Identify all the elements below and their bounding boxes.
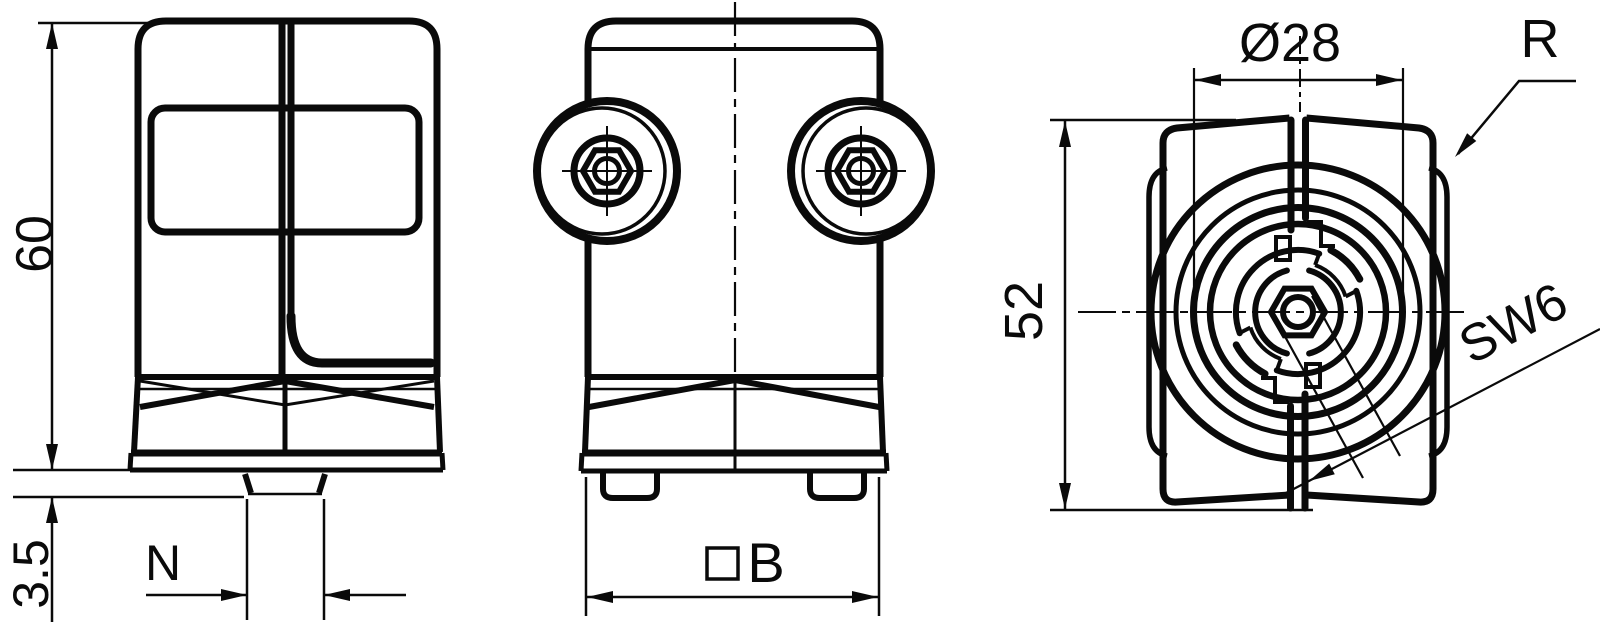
- serration-peak-line: [588, 376, 880, 410]
- arrow-left-icon: [587, 591, 613, 603]
- dim-bore-label: Ø28: [1239, 13, 1341, 73]
- boss-outer-circle: [533, 97, 681, 245]
- wedge-side-left: [582, 376, 591, 453]
- bayonet-ring-arc-b: [1232, 246, 1323, 337]
- dim-width-label: B: [747, 531, 784, 594]
- dim-foot-height: 3.5: [3, 495, 244, 622]
- front-view: B: [533, 2, 935, 616]
- callout-hex-socket: SW6: [1276, 272, 1600, 495]
- bore-circle-d28: [1190, 204, 1406, 420]
- arrow-right-icon: [852, 591, 878, 603]
- dim-body-width: B: [584, 477, 881, 616]
- foot-left: [600, 473, 660, 501]
- arrow-leader-icon: [1455, 133, 1477, 157]
- bayonet-slot-lower-arc: [1232, 341, 1269, 378]
- dim-height-label: 60: [6, 215, 64, 273]
- square-symbol-icon: [705, 546, 740, 581]
- body-half-right: [1306, 114, 1437, 506]
- arrow-left-icon: [324, 589, 350, 601]
- hex-socket-label: SW6: [1450, 272, 1577, 375]
- side-view-outline: [134, 17, 441, 377]
- body-half-left: [1159, 114, 1290, 506]
- split-jog-lower-step: [1261, 376, 1289, 404]
- bayonet-slot-upper-arc: [1327, 246, 1364, 283]
- chamfer-circle: [1173, 187, 1423, 437]
- base-side-right: [439, 452, 446, 471]
- wedge-side-left: [131, 376, 141, 453]
- split-jog-upper-block: [1274, 235, 1292, 262]
- arrow-right-icon: [221, 589, 247, 601]
- arrow-down-icon: [1059, 483, 1071, 509]
- flat-tangent-line-2: [1276, 321, 1364, 479]
- boss-outer-circle: [787, 97, 935, 245]
- counterbore-circle: [1206, 220, 1390, 404]
- leader-line: [1283, 328, 1600, 495]
- radius-label: R: [1521, 9, 1560, 69]
- base-side-left: [578, 452, 585, 472]
- hex-socket-icon: [1267, 285, 1329, 339]
- hex-pocket-arc-right: [1306, 267, 1344, 357]
- arrow-up-icon: [46, 23, 58, 49]
- dim-height: 60: [6, 21, 153, 472]
- arrow-right-icon: [1376, 74, 1402, 86]
- arrow-up-icon: [46, 497, 58, 523]
- dim-depth-label: 52: [994, 281, 1054, 341]
- arrow-up-icon: [1059, 121, 1071, 147]
- dim-depth: 52: [994, 118, 1313, 512]
- arrow-left-icon: [1195, 74, 1221, 86]
- split-jog-upper-step: [1307, 220, 1335, 248]
- leader-line: [1457, 79, 1576, 155]
- wedge-side-right: [877, 376, 886, 453]
- bayonet-ring-arc-a: [1273, 287, 1364, 378]
- clamp-window: [147, 104, 423, 236]
- dim-tab-label: N: [145, 535, 181, 591]
- bayonet-slot-upper-detail: [1313, 253, 1358, 299]
- screw-boss-left: [533, 97, 681, 245]
- hex-pocket-arc-left: [1252, 267, 1290, 357]
- base-side-left: [127, 452, 134, 471]
- callout-radius: R: [1455, 9, 1576, 157]
- side-view: 60 3.5 N: [3, 17, 446, 622]
- top-view: Ø28 52 R SW6: [994, 9, 1600, 512]
- arrow-down-icon: [46, 444, 58, 470]
- flat-tangent-line-1: [1311, 295, 1401, 457]
- dim-bore-diameter: Ø28: [1192, 13, 1405, 308]
- bottom-tab-sides: [242, 473, 328, 494]
- foot-right: [807, 473, 867, 501]
- ear-bulge-right: [1428, 165, 1450, 459]
- boss-chamfer-circle: [801, 106, 931, 236]
- screw-boss-right: [787, 97, 935, 245]
- socket-bore-circle: [1280, 294, 1316, 330]
- bayonet-slot-lower-detail: [1238, 325, 1283, 371]
- split-fillet: [286, 311, 436, 368]
- arrow-leader-icon: [1309, 463, 1335, 481]
- wedge-side-right: [434, 376, 443, 453]
- ear-bulge-left: [1146, 165, 1168, 459]
- dim-foot-label: 3.5: [3, 539, 59, 609]
- boss-chamfer-circle: [537, 106, 667, 236]
- dim-tab-width: N: [145, 499, 406, 620]
- base-side-right: [883, 452, 890, 472]
